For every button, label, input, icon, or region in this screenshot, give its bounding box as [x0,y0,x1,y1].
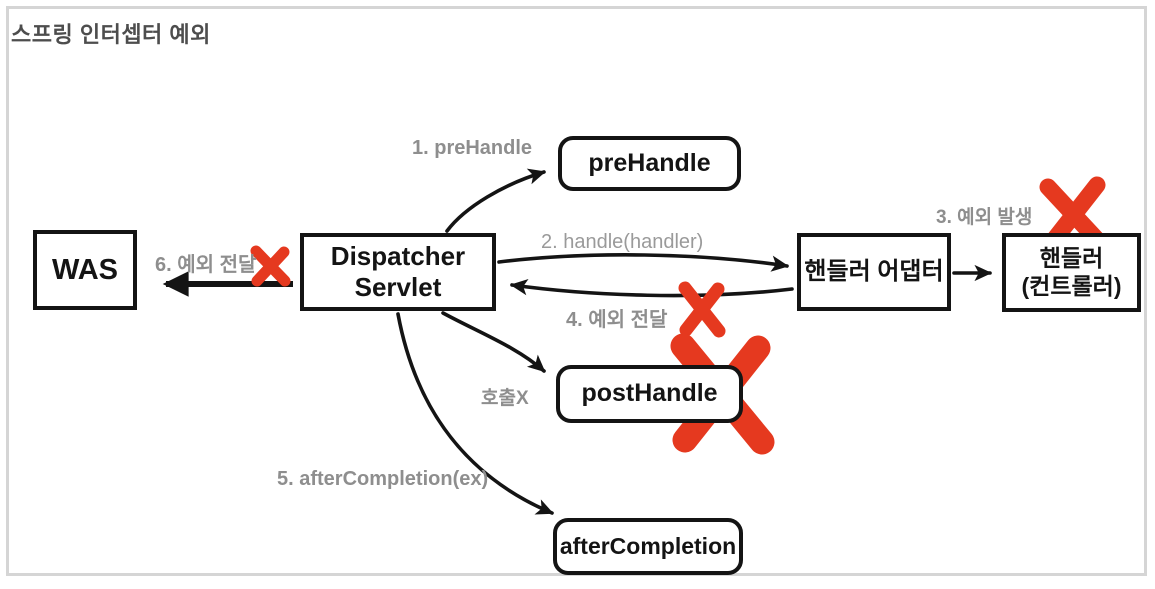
node-was: WAS [33,230,137,310]
node-handler-line2: (컨트롤러) [1021,272,1122,299]
edge-label-step2: 2. handle(handler) [541,231,704,253]
edge-label-step3: 3. 예외 발생 [936,207,1033,228]
node-was-label: WAS [51,253,119,286]
diagram-frame [6,6,1147,576]
edge-label-step4: 4. 예외 전달 [566,309,668,331]
node-aftercompletion-label: afterCompletion [559,532,737,559]
node-aftercompletion: afterCompletion [553,518,743,575]
diagram-title: 스프링 인터셉터 예외 [11,22,211,47]
edge-label-no-call: 호출X [481,388,529,409]
node-prehandle: preHandle [558,136,741,191]
edge-label-step1: 1. preHandle [412,137,533,159]
node-handler-line1: 핸들러 [1039,245,1104,272]
node-prehandle-label: preHandle [588,148,711,177]
node-dispatcher-line2: Servlet [354,272,442,302]
node-dispatcher-line1: Dispatcher [330,241,466,272]
node-dispatcher-servlet: Dispatcher Servlet [300,233,496,311]
node-handler-adapter-label: 핸들러 어댑터 [804,257,944,285]
edge-label-step5: 5. afterCompletion(ex) [277,468,489,490]
node-posthandle-label: postHandle [581,379,718,408]
node-posthandle: postHandle [556,365,743,423]
node-handler-adapter: 핸들러 어댑터 [797,233,951,311]
edge-label-step6: 6. 예외 전달 [155,254,257,276]
node-handler-controller: 핸들러 (컨트롤러) [1002,233,1141,312]
